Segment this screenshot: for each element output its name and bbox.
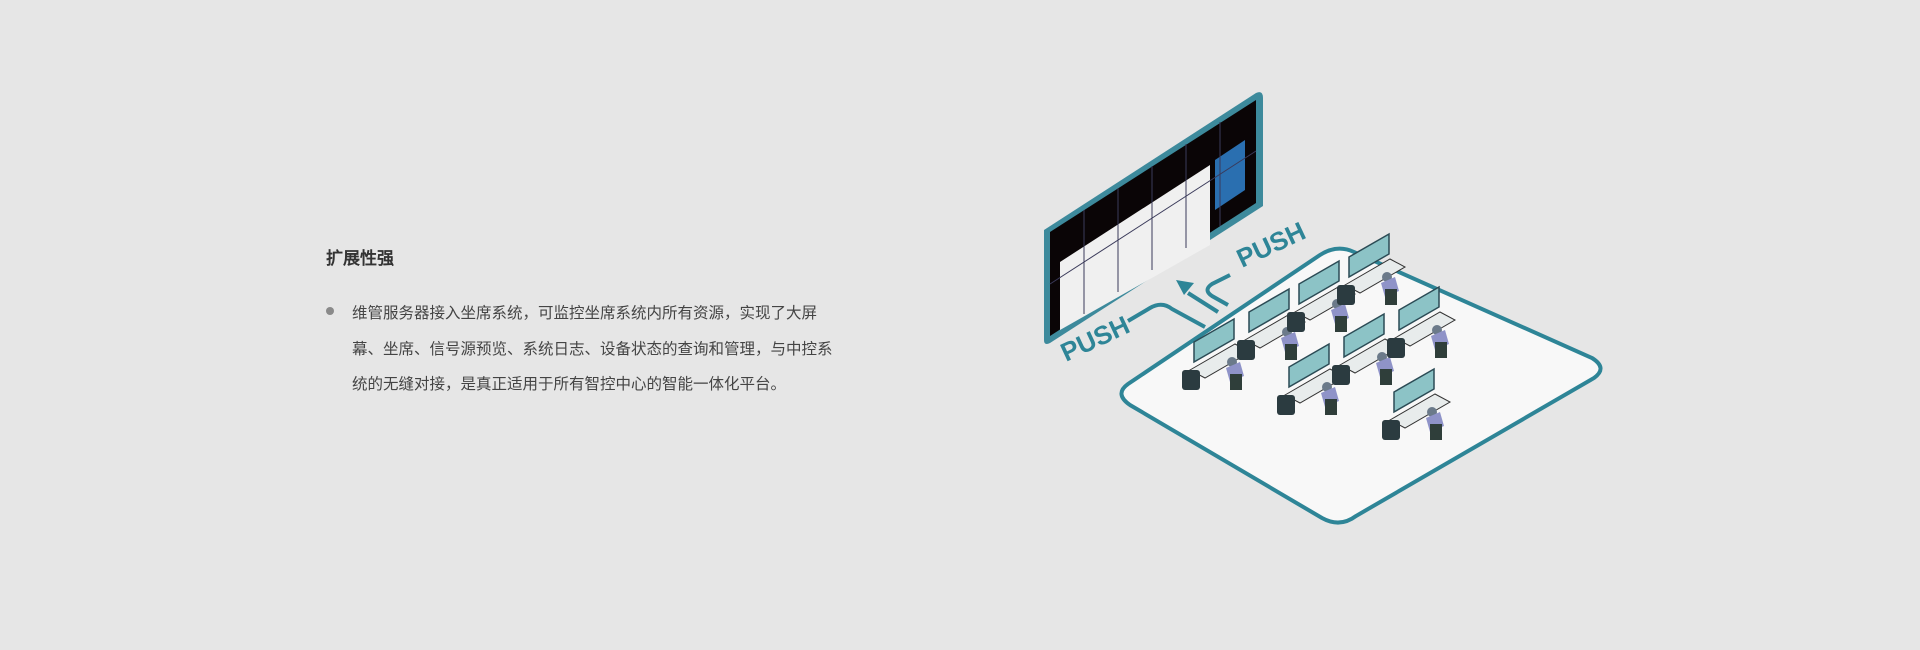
push-arrows [1126,273,1231,329]
workstation-desk [1332,312,1402,385]
workstation-desk [1387,285,1457,358]
section-title: 扩展性强 [326,249,394,268]
feature-description: 维管服务器接入坐席系统，可监控坐席系统内所有资源，实现了大屏幕、坐席、信号源预览… [352,305,833,393]
workstation-desk [1382,367,1452,440]
workstation-desk [1337,232,1407,305]
arrow-up-icon [1176,280,1194,295]
workstation-desk [1182,317,1252,390]
video-wall [1044,92,1263,344]
push-label-right: PUSH [1232,216,1310,274]
workstation-desk [1287,259,1357,332]
workstation-desk [1277,342,1347,415]
floor-platform [1119,246,1603,525]
workstations [1182,232,1457,440]
bullet-dot-icon [326,307,334,315]
feature-bullet: 维管服务器接入坐席系统，可监控坐席系统内所有资源，实现了大屏幕、坐席、信号源预览… [326,296,846,403]
